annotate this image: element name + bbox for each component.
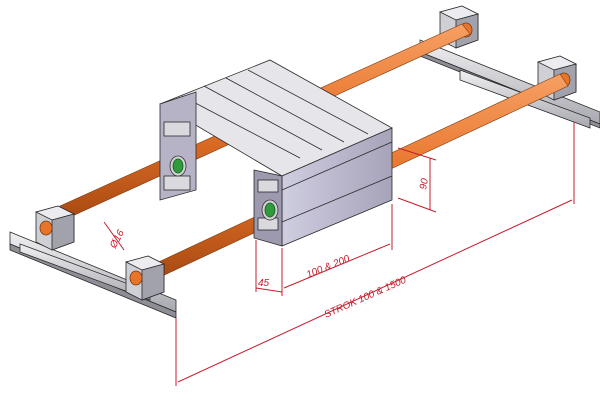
dim-carriage-offset-label: 45 — [258, 278, 270, 289]
support-block-front-bottom — [124, 255, 166, 301]
bushing-lower — [261, 199, 279, 221]
carriage-assembly — [159, 59, 393, 247]
dim-height: 90 — [397, 147, 437, 213]
dim-rod-diameter: Ø16 — [103, 221, 127, 251]
dim-height-label: 90 — [418, 177, 431, 190]
support-block-front-top — [34, 205, 76, 251]
bushing-upper — [169, 155, 187, 177]
dim-carriage-length-label: 100 & 200 — [305, 253, 352, 280]
dim-stroke-label: STROK 100 & 1500 — [323, 275, 409, 321]
dim-carriage-offset: 45 — [255, 240, 283, 296]
